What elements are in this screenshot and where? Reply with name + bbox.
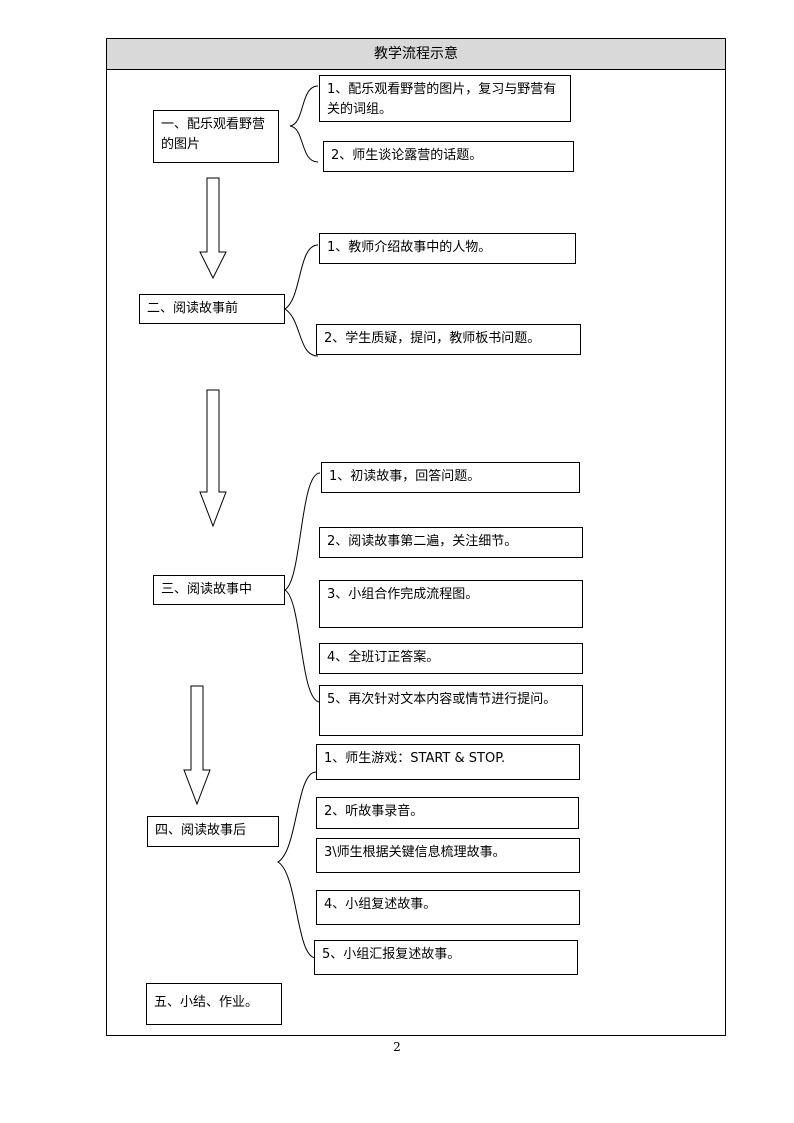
stage-2-box: 二、阅读故事前 [139, 294, 285, 324]
stage-4-step-4: 4、小组复述故事。 [316, 890, 580, 925]
stage-4-step-3: 3\师生根据关键信息梳理故事。 [316, 838, 580, 873]
stage-3-step-4: 4、全班订正答案。 [319, 643, 583, 674]
stage-1-box: 一、配乐观看野营的图片 [153, 110, 279, 163]
stage-3-step-3: 3、小组合作完成流程图。 [319, 580, 583, 628]
brace-stage-4 [277, 771, 317, 959]
stage-1-step-2: 2、师生谈论露营的话题。 [323, 141, 574, 172]
brace-stage-3 [284, 472, 321, 703]
stage-2-step-2: 2、学生质疑，提问，教师板书问题。 [316, 324, 581, 355]
stage-4-box: 四、阅读故事后 [147, 816, 279, 847]
diagram-title: 教学流程示意 [107, 39, 725, 70]
arrow-down-1 [199, 177, 227, 280]
diagram-frame: 教学流程示意 [106, 38, 726, 1036]
stage-3-step-5: 5、再次针对文本内容或情节进行提问。 [319, 685, 583, 736]
arrow-down-3 [183, 685, 211, 806]
stage-5-box: 五、小结、作业。 [146, 983, 282, 1025]
stage-4-step-1: 1、师生游戏：START & STOP. [316, 744, 580, 780]
stage-3-step-1: 1、初读故事，回答问题。 [321, 462, 580, 493]
arrow-down-2 [199, 389, 227, 528]
stage-2-step-1: 1、教师介绍故事中的人物。 [319, 233, 576, 264]
stage-4-step-2: 2、听故事录音。 [316, 797, 579, 829]
brace-stage-2 [284, 244, 319, 357]
stage-3-step-2: 2、阅读故事第二遍，关注细节。 [319, 527, 583, 558]
stage-1-step-1: 1、配乐观看野营的图片，复习与野营有关的词组。 [319, 75, 571, 122]
brace-stage-1 [289, 85, 319, 163]
page-number: 2 [393, 1040, 401, 1054]
stage-3-box: 三、阅读故事中 [153, 575, 285, 605]
stage-4-step-5: 5、小组汇报复述故事。 [314, 940, 578, 975]
